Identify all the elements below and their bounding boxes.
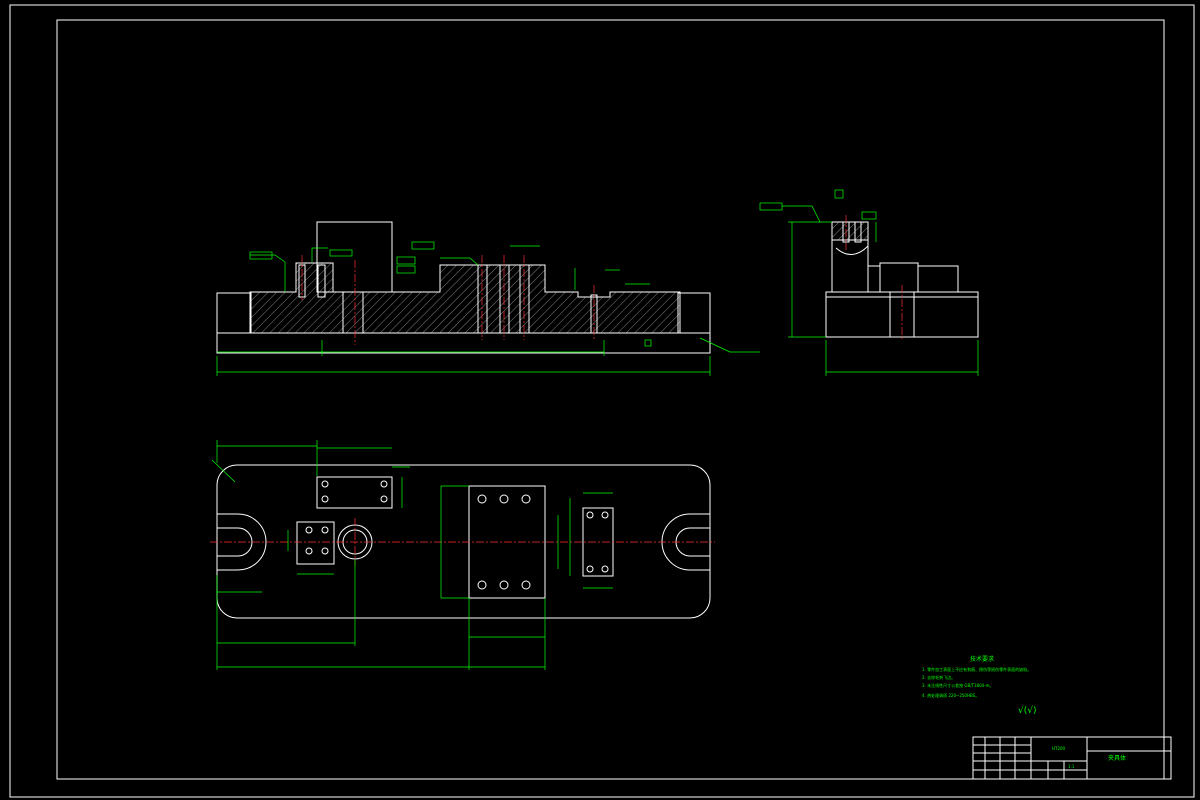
notes-line-4: 4. 热处理调质 220~250HBS。 [922,692,979,698]
technical-notes: 技术要求 1. 零件加工表面上不应有划痕、擦伤等损伤零件表面的缺陷。 2. 去除… [922,655,1037,716]
notes-line-2: 2. 去除毛刺飞边。 [922,674,955,680]
roughness-symbol: √(√) [1018,705,1037,716]
outer-border [9,4,1195,798]
title-material: HT200 [1052,746,1066,751]
inner-border [56,19,1165,780]
notes-heading: 技术要求 [970,655,994,663]
notes-line-1: 1. 零件加工表面上不应有划痕、擦伤等损伤零件表面的缺陷。 [922,666,1031,672]
title-scale: 1:1 [1068,764,1075,769]
title-drawing-name: 夹具体 [1108,754,1126,762]
front-view [216,221,760,376]
title-block: HT200 夹具体 1:1 [972,736,1172,780]
side-view [759,189,979,376]
top-view [210,440,715,670]
notes-line-3: 3. 未注线性尺寸公差按 GB/T1804-m。 [922,682,994,688]
